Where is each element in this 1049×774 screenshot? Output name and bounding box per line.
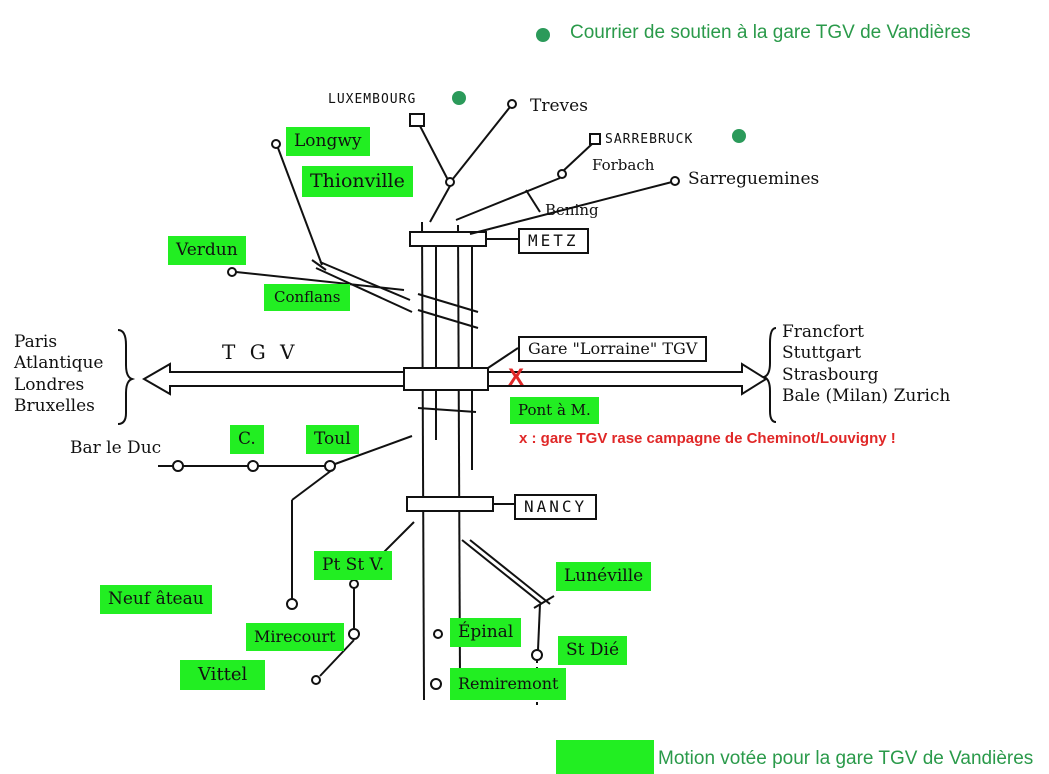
label-luneville: Lunéville	[556, 562, 652, 591]
luxembourg-support-dot	[452, 91, 466, 105]
label-gare-lorraine: Gare "Lorraine" TGV	[518, 336, 708, 362]
dest-paris: Paris	[14, 332, 58, 352]
trunk-line	[457, 224, 461, 681]
west-bracket	[117, 329, 136, 425]
label-mirecourt: Mirecourt	[246, 623, 344, 651]
label-metz: METZ	[518, 228, 589, 254]
sarrebruck-terminus	[589, 133, 601, 145]
metz-platform	[409, 231, 487, 247]
label-epinal: Épinal	[450, 618, 522, 647]
label-longwy: Longwy	[286, 127, 370, 156]
sarrebruck-support-dot	[732, 129, 746, 143]
dest-francfort: Francfort	[782, 322, 865, 342]
label-st-die: St Dié	[558, 636, 628, 665]
east-bracket	[760, 327, 777, 423]
label-luxembourg: LUXEMBOURG	[328, 92, 417, 107]
dest-stuttgart: Stuttgart	[782, 343, 862, 364]
label-toul: Toul	[306, 425, 359, 454]
dest-londres: Londres	[14, 374, 85, 395]
label-bening: Bening	[545, 201, 599, 219]
label-forbach: Forbach	[592, 156, 655, 174]
legend-support-letter: Courrier de soutien à la gare TGV de Van…	[570, 22, 971, 43]
label-bar-le-duc: Bar le Duc	[70, 438, 162, 458]
dest-strasbourg: Strasbourg	[782, 364, 879, 385]
nancy-platform	[406, 496, 494, 512]
label-thionville: Thionville	[302, 166, 413, 197]
label-sarreguemines: Sarreguemines	[688, 169, 820, 189]
dest-bruxelles: Bruxelles	[14, 395, 95, 416]
cheminot-marker: X	[508, 364, 525, 391]
west-destinations: Paris Atlantique Londres Bruxelles	[14, 332, 104, 417]
trunk-line	[421, 221, 425, 701]
legend-green-dot	[536, 28, 550, 42]
label-conflans: Conflans	[264, 284, 351, 311]
label-sarrebruck: SARREBRUCK	[605, 132, 694, 147]
label-pt-st-v: Pt St V.	[314, 551, 393, 580]
tgv-west-arrow	[141, 362, 404, 396]
luxembourg-terminus	[409, 113, 425, 127]
label-neufchateau: Neuf âteau	[100, 585, 212, 614]
tgv-east-arrow	[488, 362, 768, 396]
dest-atlantique: Atlantique	[14, 353, 104, 374]
label-verdun: Verdun	[168, 236, 246, 265]
cheminot-note: x : gare TGV rase campagne de Cheminot/L…	[519, 430, 896, 447]
legend-highlight-swatch	[556, 740, 654, 774]
label-treves: Treves	[530, 96, 588, 116]
label-pont-a-mousson: Pont à M.	[510, 397, 599, 424]
dest-bale-milan-zurich: Bale (Milan) Zurich	[782, 385, 951, 406]
lorraine-platform	[403, 367, 489, 391]
legend-motion-voted: Motion votée pour la gare TGV de Vandièr…	[658, 748, 1034, 769]
label-tgv: T G V	[222, 340, 299, 364]
label-remiremont: Remiremont	[450, 668, 567, 700]
label-commercy: C.	[230, 425, 264, 454]
label-vittel: Vittel	[180, 660, 266, 690]
label-nancy: NANCY	[514, 494, 598, 520]
east-destinations: Francfort Stuttgart Strasbourg Bale (Mil…	[782, 322, 950, 407]
